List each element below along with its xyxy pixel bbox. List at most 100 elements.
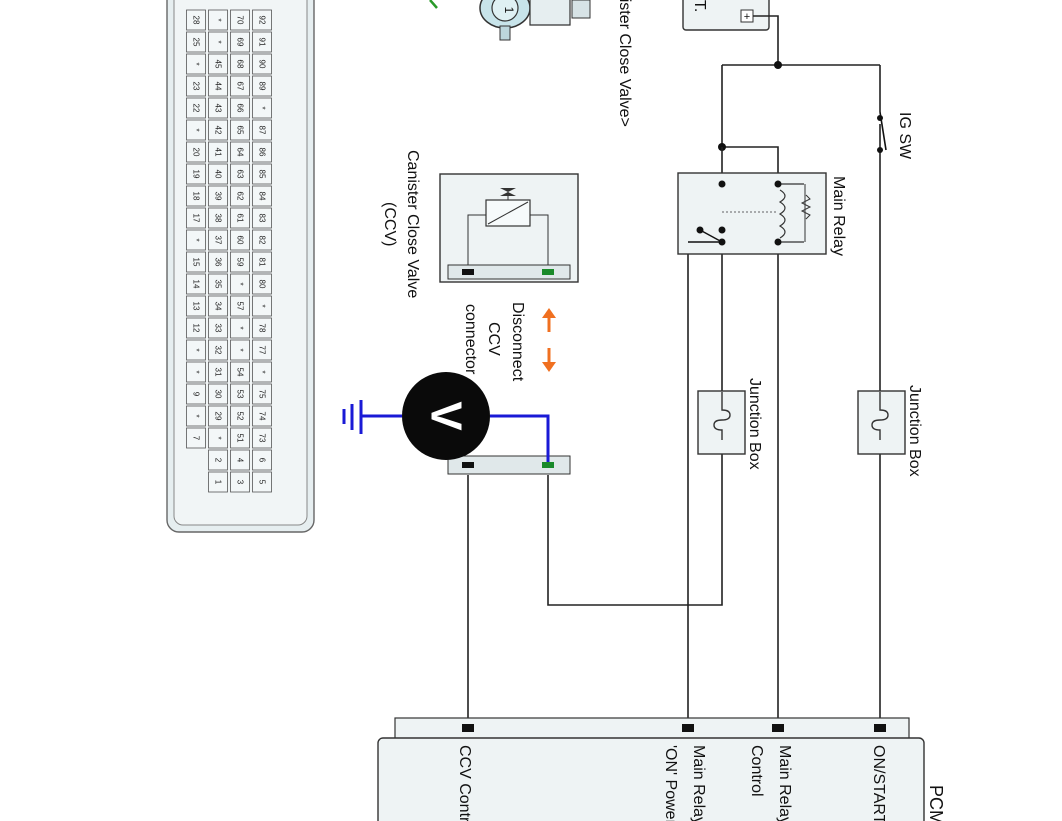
pin-number: * — [236, 282, 245, 285]
pin-number: 14 — [192, 280, 201, 289]
pin-cell — [230, 317, 250, 339]
pin-number: 70 — [236, 16, 245, 25]
pin-cell — [186, 229, 206, 251]
pin-cell — [252, 207, 272, 229]
pin-cell — [252, 53, 272, 75]
pin-cell — [208, 449, 228, 471]
pin-main-relay-on-2: 'ON' Power — [662, 745, 679, 821]
junction-box-left-label: Junction Box — [746, 378, 763, 470]
pin-number: 73 — [258, 434, 267, 443]
pin-cell — [252, 383, 272, 405]
pin-number: 13 — [192, 302, 201, 311]
pin-number: 69 — [236, 38, 245, 47]
pin-number: 64 — [236, 148, 245, 157]
pin-number: 25 — [192, 38, 201, 47]
pin-cell — [208, 229, 228, 251]
pin-cell — [252, 185, 272, 207]
pin-number: 17 — [192, 214, 201, 223]
pin-number: 32 — [214, 346, 223, 355]
pin-number: 68 — [236, 60, 245, 69]
pin-cell — [208, 31, 228, 53]
pin-cell — [208, 471, 228, 493]
pin-cell — [208, 141, 228, 163]
pin-number: 80 — [258, 280, 267, 289]
pin-cell — [230, 207, 250, 229]
pin-cell — [186, 207, 206, 229]
pin-number: * — [258, 106, 267, 109]
pin-cell — [208, 185, 228, 207]
pin-cell — [186, 295, 206, 317]
pin-number: 59 — [236, 258, 245, 267]
battery: BATT. + — [682, 0, 770, 31]
pin-number: 6 — [258, 458, 267, 463]
pin-number: * — [192, 348, 201, 351]
pin-number: 67 — [236, 82, 245, 91]
pin-cell — [230, 97, 250, 119]
pin-number: 31 — [214, 368, 223, 377]
battery-label: BATT. — [691, 0, 708, 12]
pin-number: * — [236, 326, 245, 329]
pin-number: 75 — [258, 390, 267, 399]
pin-number: 90 — [258, 60, 267, 69]
pin-number: * — [258, 304, 267, 307]
pin-number: 12 — [192, 324, 201, 333]
pin-cell — [208, 273, 228, 295]
pin-number: 87 — [258, 126, 267, 135]
main-relay-label: Main Relay — [830, 176, 847, 256]
pin-cell — [186, 9, 206, 31]
pin-cell — [186, 251, 206, 273]
ccv-harness-connector — [447, 455, 571, 475]
pin-cell — [208, 163, 228, 185]
pin-number: 42 — [214, 126, 223, 135]
pin-cell — [230, 141, 250, 163]
pin-cell — [252, 405, 272, 427]
pin-cell — [252, 339, 272, 361]
canister-close-valve: Canister Close Valve (CCV) — [381, 150, 579, 298]
pin-cell — [208, 9, 228, 31]
pin-cell — [230, 471, 250, 493]
pin-cell — [208, 427, 228, 449]
pin-number: 85 — [258, 170, 267, 179]
pin-cell — [186, 405, 206, 427]
pin-number: 1 — [214, 480, 223, 485]
pin-cell — [252, 31, 272, 53]
pin-cell — [208, 75, 228, 97]
pin-number: 3 — [236, 480, 245, 485]
pin-number: * — [214, 436, 223, 439]
pin-cell — [186, 31, 206, 53]
pin-number: 19 — [192, 170, 201, 179]
disconnect-label-line2: CCV — [485, 322, 502, 356]
pin-cell — [208, 53, 228, 75]
pin-cell — [252, 449, 272, 471]
pin-cell — [186, 383, 206, 405]
pin-number: 30 — [214, 390, 223, 399]
pin-cell — [230, 119, 250, 141]
pin-number: 22 — [192, 104, 201, 113]
pin-cell — [208, 339, 228, 361]
pin-number: 66 — [236, 104, 245, 113]
pin-cell — [252, 141, 272, 163]
pin-number: 36 — [214, 258, 223, 267]
pin-cell — [230, 53, 250, 75]
pin-number: 37 — [214, 236, 223, 245]
pin-cell — [186, 317, 206, 339]
junction-box-right: Junction Box — [857, 385, 923, 477]
pin-cell — [208, 207, 228, 229]
pcm-connector-pinout: 92919089*8786858483828180*7877*757473657… — [166, 0, 315, 533]
pin-number: 57 — [236, 302, 245, 311]
pin-number: 41 — [214, 148, 223, 157]
ccv-label-line2: (CCV) — [381, 202, 398, 246]
pin-number: 15 — [192, 258, 201, 267]
valve-illustration: 1 — [429, 0, 591, 41]
pin-number: 91 — [258, 38, 267, 47]
pin-on-start: ON/START — [870, 745, 887, 821]
pin-number: 34 — [214, 302, 223, 311]
junction-box-right-label: Junction Box — [906, 385, 923, 477]
pin-cell — [186, 163, 206, 185]
pin-number: 52 — [236, 412, 245, 421]
pin-number: * — [214, 40, 223, 43]
pin-cell — [252, 119, 272, 141]
pin-cell — [186, 185, 206, 207]
pin-number: 23 — [192, 82, 201, 91]
pin-number: 77 — [258, 346, 267, 355]
